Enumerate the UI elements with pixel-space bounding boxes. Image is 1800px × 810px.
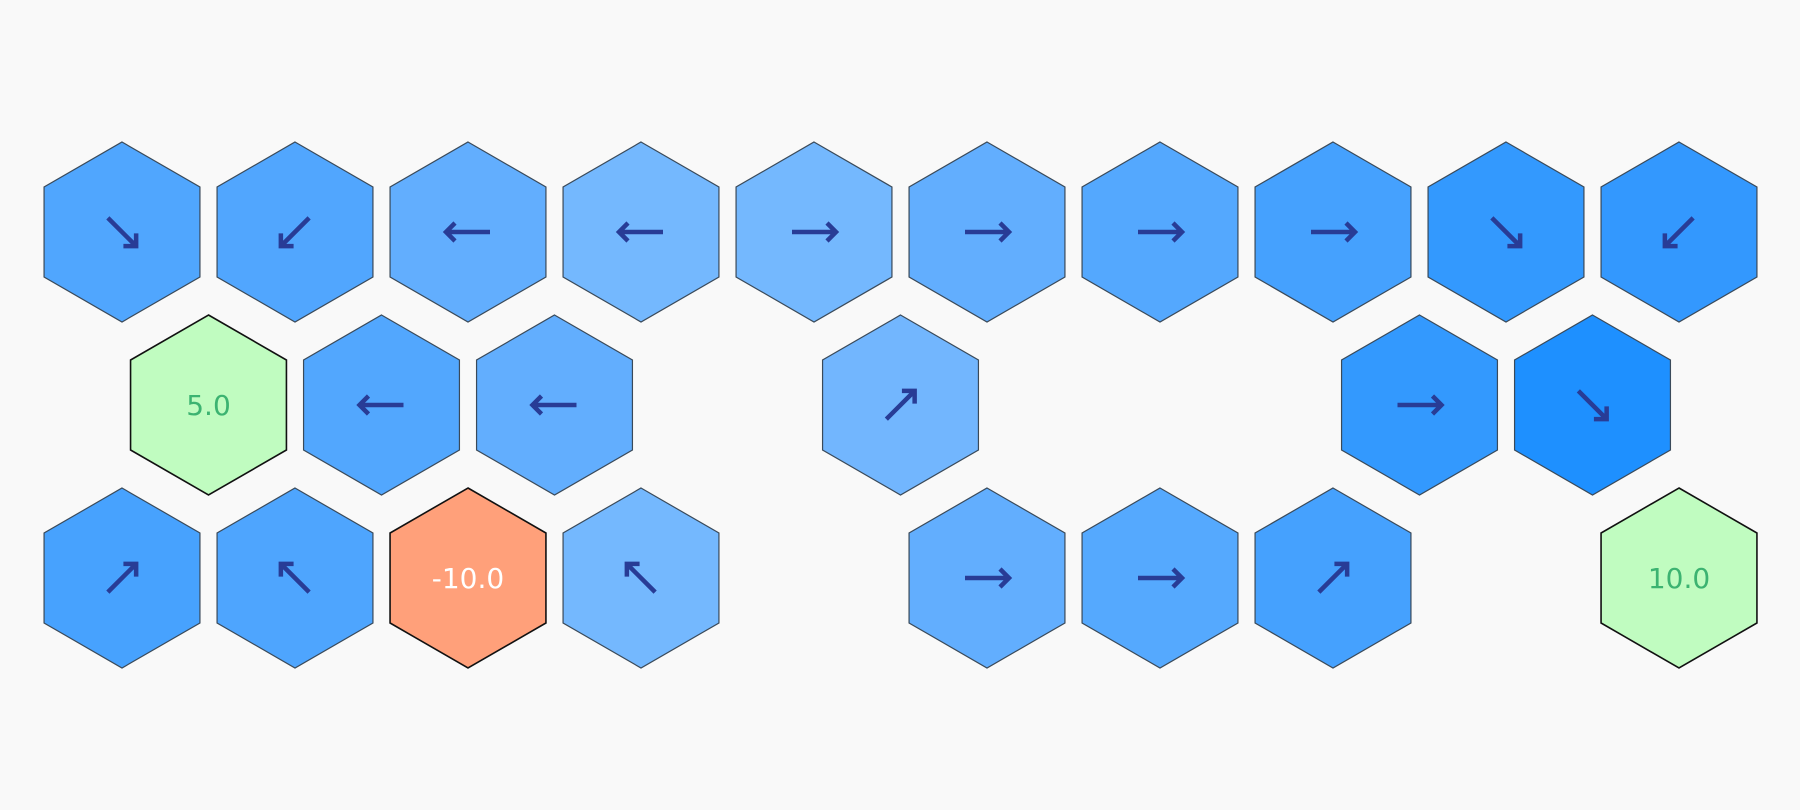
grid-cell (1254, 141, 1412, 323)
grid-cell (1254, 487, 1412, 669)
arrow-down-right-icon (1576, 389, 1609, 422)
goal-cell: 5.0 (129, 314, 288, 496)
arrow-up-right-icon (1317, 561, 1350, 594)
grid-cell (389, 141, 547, 323)
reward-label: 5.0 (186, 389, 231, 422)
grid-cell (1081, 487, 1239, 669)
goal-cell: 10.0 (1600, 487, 1758, 669)
arrow-right-icon (792, 221, 840, 243)
arrow-down-left-icon (1662, 216, 1695, 249)
arrow-left-icon (356, 394, 404, 416)
arrow-right-icon (1138, 567, 1186, 589)
arrow-right-icon (965, 221, 1013, 243)
grid-cell (1081, 141, 1239, 323)
arrow-down-right-icon (1490, 216, 1523, 249)
arrow-right-icon (1397, 394, 1445, 416)
arrow-left-icon (442, 221, 490, 243)
arrow-left-icon (529, 394, 577, 416)
grid-cell (1340, 314, 1499, 496)
grid-cell (43, 487, 201, 669)
reward-label: 10.0 (1648, 562, 1710, 595)
hex-tile (1600, 487, 1758, 669)
grid-cell (475, 314, 634, 496)
penalty-cell: -10.0 (389, 487, 547, 669)
grid-cell (216, 487, 374, 669)
arrow-up-left-icon (624, 561, 657, 594)
grid-cell (1600, 141, 1758, 323)
grid-cell (562, 487, 720, 669)
grid-cell (735, 141, 893, 323)
arrow-right-icon (1311, 221, 1359, 243)
grid-cell (562, 141, 720, 323)
grid-cell (216, 141, 374, 323)
grid-cell (302, 314, 461, 496)
grid-cell (1513, 314, 1672, 496)
arrow-left-icon (615, 221, 663, 243)
grid-cell (43, 141, 201, 323)
arrow-down-left-icon (278, 216, 311, 249)
arrow-right-icon (965, 567, 1013, 589)
arrow-up-right-icon (106, 561, 139, 594)
hex-tile (129, 314, 288, 496)
hex-tile (389, 487, 547, 669)
arrow-up-left-icon (278, 561, 311, 594)
arrow-right-icon (1138, 221, 1186, 243)
grid-cell (908, 141, 1066, 323)
grid-cell (821, 314, 980, 496)
arrow-down-right-icon (106, 216, 139, 249)
grid-cell (1427, 141, 1585, 323)
arrow-up-right-icon (884, 388, 917, 421)
reward-label: -10.0 (432, 562, 504, 595)
grid-cell (908, 487, 1066, 669)
